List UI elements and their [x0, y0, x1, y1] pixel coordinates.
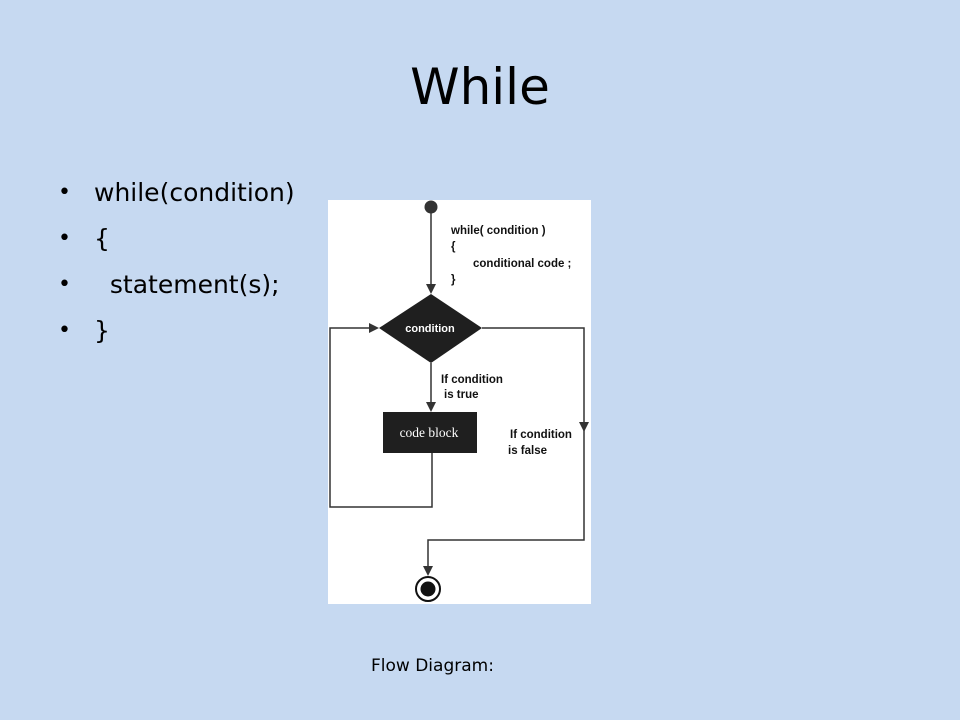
bullet-item: • while(condition): [58, 170, 295, 216]
flow-arrow-false: [482, 327, 589, 432]
start-node: [424, 200, 438, 214]
code-block-label: code block: [400, 425, 459, 440]
bullet-dot: •: [58, 318, 71, 343]
false-label: is false: [508, 445, 547, 457]
bullet-dot: •: [58, 180, 71, 205]
bullet-text: }: [94, 316, 110, 345]
flow-arrow-exit: [423, 430, 585, 576]
code-block-box: [383, 412, 477, 453]
bullet-item: •}: [58, 308, 295, 354]
code-line: while( condition ): [450, 225, 546, 237]
slide-title: While: [410, 58, 550, 116]
flow-arrow-loop: [329, 323, 433, 508]
bullet-dot: •: [58, 226, 71, 251]
decision-label: condition: [405, 323, 455, 335]
end-node-core: [420, 581, 436, 597]
decision-diamond: [379, 294, 482, 363]
true-label: is true: [444, 389, 479, 401]
diagram-caption: Flow Diagram:: [371, 656, 494, 676]
bullet-dot: •: [58, 272, 71, 297]
code-line: {: [451, 241, 456, 253]
code-line: }: [451, 274, 456, 286]
bullet-text: {: [94, 224, 110, 253]
true-label: If condition: [441, 374, 503, 386]
bullet-item: •{: [58, 216, 295, 262]
bullet-text: while(condition): [94, 178, 295, 207]
bullet-list: •while(condition) •{ • statement(s); •}: [58, 170, 295, 354]
code-line: conditional code ;: [473, 258, 571, 270]
bullet-item: • statement(s);: [58, 262, 295, 308]
flow-diagram: while( condition ) { conditional code ; …: [328, 200, 591, 604]
false-label: If condition: [510, 429, 572, 441]
bullet-text: statement(s);: [94, 270, 280, 299]
flow-diagram-svg: while( condition ) { conditional code ; …: [329, 200, 589, 602]
